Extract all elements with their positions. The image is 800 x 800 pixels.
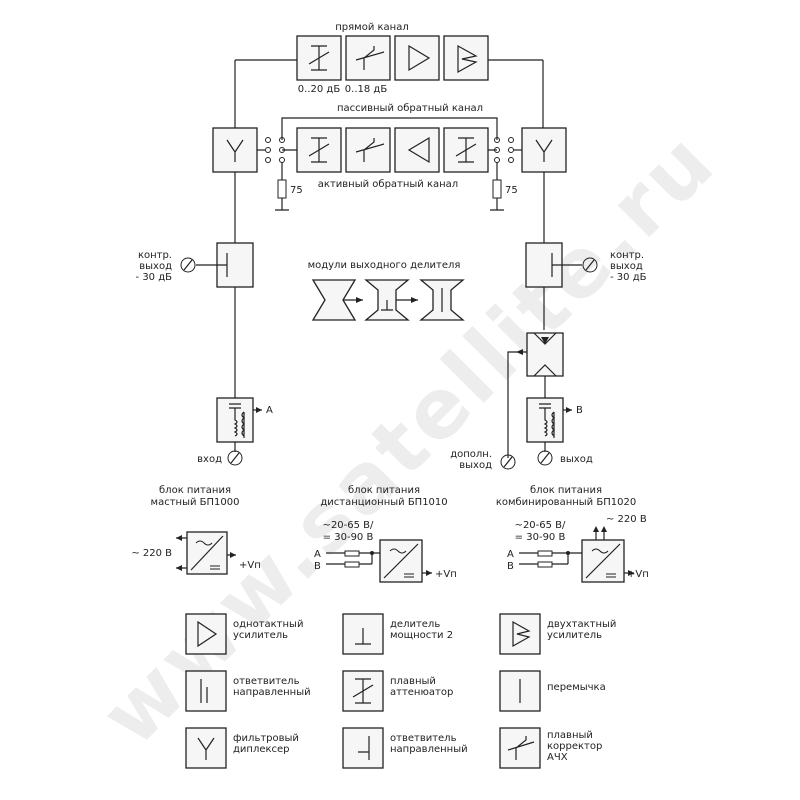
direct-attenuator bbox=[296, 35, 342, 81]
left-dir-coupler bbox=[180, 242, 254, 288]
left-diplexer bbox=[212, 127, 258, 173]
psu-mast bbox=[176, 531, 236, 575]
return-attenuator-1 bbox=[296, 127, 342, 173]
label-term-right: 75 bbox=[505, 185, 518, 196]
return-reverse-amp bbox=[394, 127, 440, 173]
label-output: выход bbox=[560, 454, 593, 465]
legend-power-divider-1: делитель bbox=[390, 619, 440, 630]
ctrl-out-left-1: контр. bbox=[138, 250, 172, 261]
aux-output-connector bbox=[500, 454, 516, 470]
psu-remote bbox=[326, 539, 432, 583]
psu-remote-vout: +Vп bbox=[435, 569, 457, 580]
splitter-module-3 bbox=[419, 279, 465, 321]
legend-push-pull-amp-icon bbox=[499, 613, 541, 655]
output-connector bbox=[537, 450, 553, 466]
legend-dir-coupler-2: направленный bbox=[233, 687, 311, 698]
splitter-module-1 bbox=[311, 279, 357, 321]
legend-smooth-attenuator-2: аттенюатор bbox=[390, 687, 453, 698]
psu-remote-title-1: блок питания bbox=[348, 485, 420, 496]
right-switch bbox=[494, 137, 522, 180]
direct-push-pull-amp bbox=[443, 35, 489, 81]
label-splitter-modules: модули выходного делителя bbox=[308, 260, 461, 271]
psu-combined-voltage-2: = 30-90 В bbox=[515, 532, 566, 543]
label-passive-return: пассивный обратный канал bbox=[337, 103, 483, 114]
psu-mast-title-2: мастный БП1000 bbox=[151, 497, 240, 508]
psu-combined-port-a: A bbox=[507, 549, 514, 560]
return-eq-corrector bbox=[345, 127, 391, 173]
label-attn-range: 0..20 дБ bbox=[298, 84, 341, 95]
left-input-transformer bbox=[216, 397, 262, 443]
label-active-return: активный обратный канал bbox=[318, 179, 458, 190]
legend-diplexer-2: диплексер bbox=[233, 744, 290, 755]
direct-eq-corrector bbox=[345, 35, 391, 81]
legend-eq-corrector-1: плавный bbox=[547, 730, 593, 741]
psu-remote-port-a: A bbox=[314, 549, 321, 560]
ctrl-out-left-3: - 30 дБ bbox=[136, 272, 173, 283]
legend-smooth-attenuator-1: плавный bbox=[390, 676, 436, 687]
psu-remote-voltage-1: ~20-65 В/ bbox=[323, 520, 374, 531]
psu-mast-title-1: блок питания bbox=[159, 485, 231, 496]
psu-mast-vout: +Vп bbox=[239, 560, 261, 571]
psu-combined-port-b: B bbox=[507, 561, 514, 572]
legend-jumper-1: перемычка bbox=[547, 682, 606, 693]
legend-dir-coupler-2-icon bbox=[342, 727, 384, 769]
legend-eq-corrector-2: корректор bbox=[547, 741, 602, 752]
legend-smooth-attenuator-icon bbox=[342, 670, 384, 712]
label-port-a: A bbox=[266, 405, 273, 416]
psu-remote-port-b: B bbox=[314, 561, 321, 572]
legend-diplexer-icon bbox=[185, 727, 227, 769]
legend-single-amp-icon bbox=[185, 613, 227, 655]
legend-dir-coupler-2-1: ответвитель bbox=[390, 733, 457, 744]
right-output-splitter bbox=[516, 332, 564, 398]
psu-remote-voltage-2: = 30-90 В bbox=[323, 532, 374, 543]
left-switch bbox=[257, 137, 285, 180]
input-connector bbox=[227, 450, 243, 466]
right-diplexer bbox=[521, 127, 567, 173]
left-termination: 75 bbox=[275, 179, 303, 211]
splitter-module-2 bbox=[364, 279, 410, 321]
label-input: вход bbox=[197, 454, 222, 465]
psu-combined-voltage-top: ~ 220 В bbox=[606, 514, 647, 525]
right-termination: 75 bbox=[490, 179, 518, 211]
legend-push-pull-amp-1: двухтактный bbox=[547, 619, 616, 630]
legend-eq-corrector-3: АЧХ bbox=[547, 752, 568, 763]
legend-eq-corrector-icon bbox=[499, 727, 541, 769]
legend-dir-coupler-1: ответвитель bbox=[233, 676, 300, 687]
ctrl-out-left-2: выход bbox=[139, 261, 172, 272]
legend-power-divider-2: мощности 2 bbox=[390, 630, 453, 641]
direct-single-amp bbox=[394, 35, 440, 81]
label-corr-range: 0..18 дБ bbox=[345, 84, 388, 95]
label-aux-out-1: дополн. bbox=[450, 449, 492, 460]
legend-single-amp-1: однотактный bbox=[233, 619, 303, 630]
legend-jumper-icon bbox=[499, 670, 541, 712]
psu-combined-vout: +Vп bbox=[627, 569, 649, 580]
legend-diplexer-1: фильтровый bbox=[233, 733, 299, 744]
legend-dir-coupler-icon bbox=[185, 670, 227, 712]
right-output-transformer bbox=[526, 397, 572, 443]
watermark: www.satellite.ru bbox=[83, 113, 734, 764]
psu-combined-title-1: блок питания bbox=[530, 485, 602, 496]
psu-combined-voltage-1: ~20-65 В/ bbox=[515, 520, 566, 531]
legend-single-amp-2: усилитель bbox=[233, 630, 288, 641]
label-aux-out-2: выход bbox=[459, 460, 492, 471]
label-term-left: 75 bbox=[290, 185, 303, 196]
right-dir-coupler bbox=[525, 242, 598, 288]
ctrl-out-right-3: - 30 дБ bbox=[610, 272, 647, 283]
legend-power-divider-icon bbox=[342, 613, 384, 655]
psu-mast-voltage: ~ 220 В bbox=[131, 548, 172, 559]
psu-remote-title-2: дистанционный БП1010 bbox=[320, 497, 447, 508]
legend-push-pull-amp-2: усилитель bbox=[547, 630, 602, 641]
legend-dir-coupler-2-2: направленный bbox=[390, 744, 468, 755]
ctrl-out-right-1: контр. bbox=[610, 250, 644, 261]
label-direct-channel: прямой канал bbox=[335, 22, 408, 33]
psu-combined bbox=[519, 526, 634, 583]
label-port-b: B bbox=[576, 405, 583, 416]
ctrl-out-right-2: выход bbox=[610, 261, 643, 272]
psu-combined-title-2: комбинированный БП1020 bbox=[496, 497, 636, 508]
return-attenuator-2 bbox=[443, 127, 489, 173]
